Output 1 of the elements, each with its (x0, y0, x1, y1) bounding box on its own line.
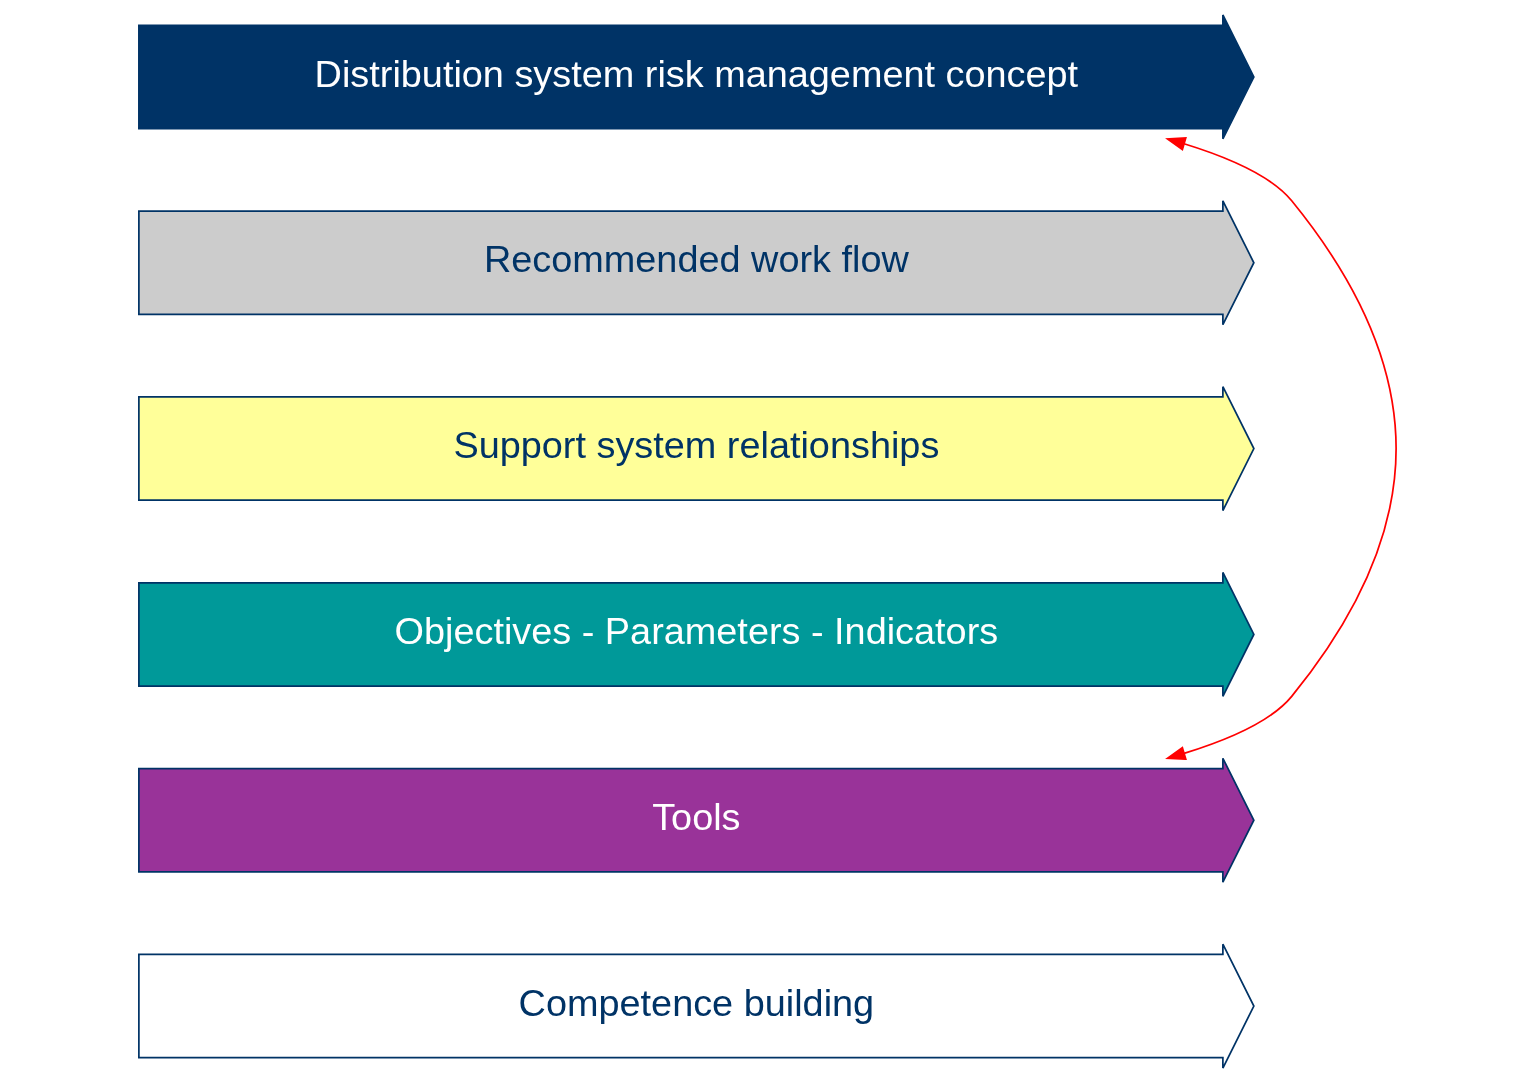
arrow (1165, 137, 1397, 761)
